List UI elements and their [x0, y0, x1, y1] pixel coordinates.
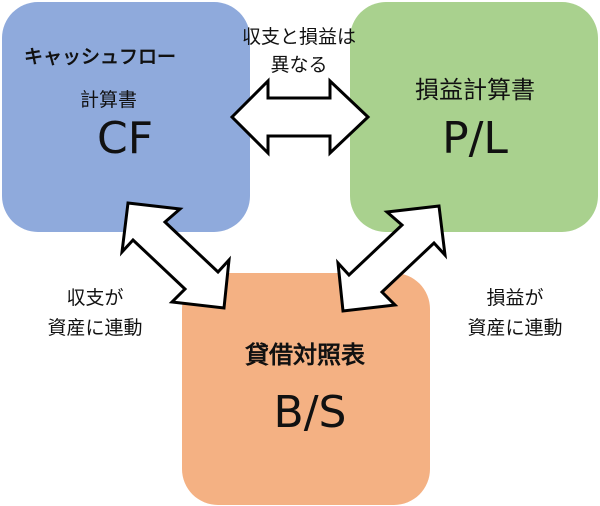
pl-bs-label-line1: 損益が: [486, 287, 544, 309]
pl-bs-label-line2: 資産に連動: [467, 317, 563, 339]
bs-title: 貸借対照表: [245, 341, 365, 369]
cf-title-line2: 計算書: [80, 89, 138, 111]
income-statement-box: [350, 2, 598, 232]
cf-pl-label-line2: 異なる: [270, 54, 328, 76]
cash-flow-statement-box: [2, 2, 250, 232]
cf-pl-label-line1: 収支と損益は: [241, 26, 356, 48]
cf-bs-label-line1: 収支が: [66, 287, 124, 309]
cf-bs-label-line2: 資産に連動: [47, 317, 143, 339]
pl-bs-double-arrow: [336, 204, 448, 313]
cf-abbr: CF: [96, 113, 154, 164]
bs-abbr: B/S: [273, 387, 347, 438]
cf-bs-double-arrow: [119, 201, 231, 310]
cf-title-line1: キャッシュフロー: [24, 46, 177, 68]
pl-title: 損益計算書: [415, 76, 535, 104]
balance-sheet-box: [182, 273, 430, 505]
cf-pl-double-arrow: [229, 77, 371, 157]
pl-abbr: P/L: [442, 113, 508, 164]
